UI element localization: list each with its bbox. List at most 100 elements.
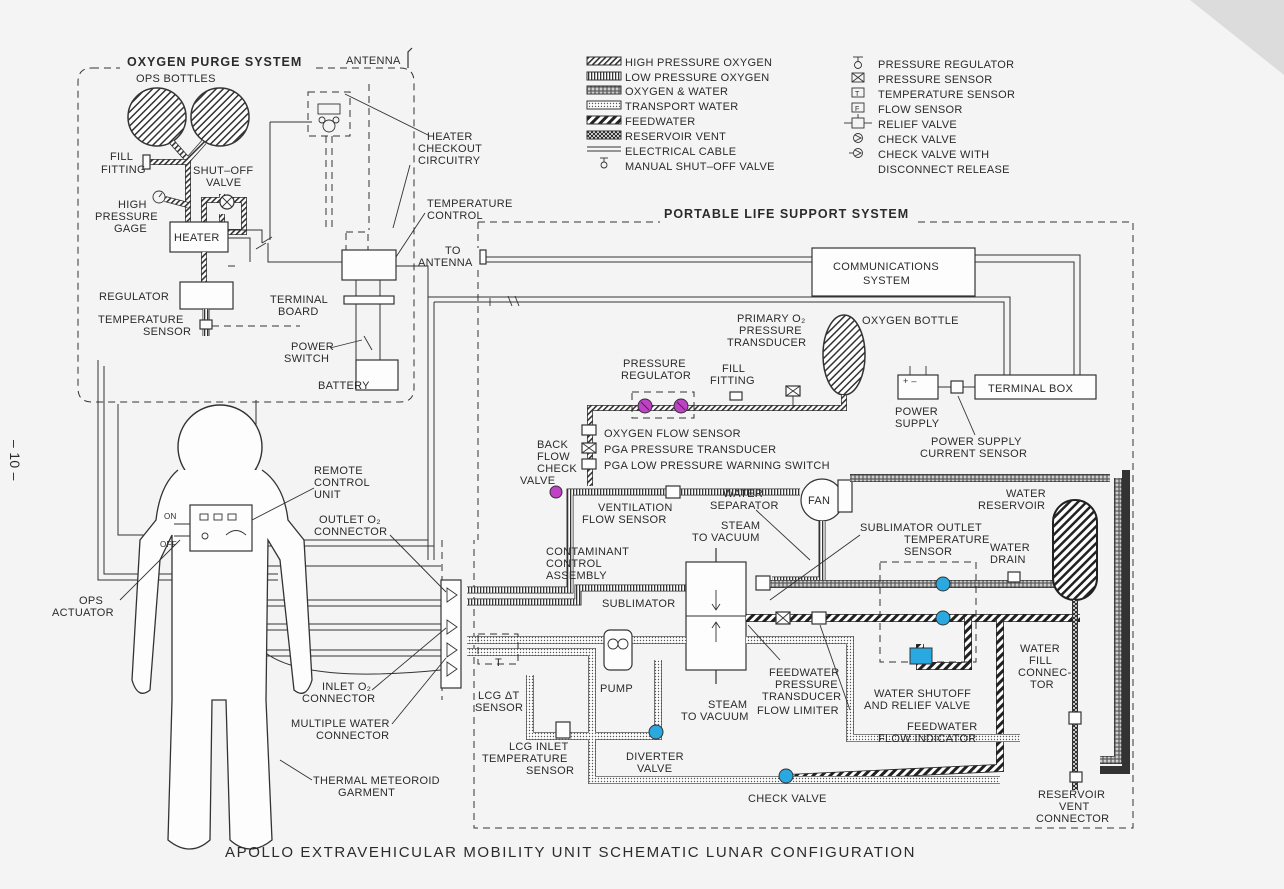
lcg-inlet-label: SENSOR	[526, 765, 574, 777]
terminal-board-label: BOARD	[278, 306, 319, 318]
temperature-control-label: CONTROL	[427, 210, 483, 222]
water-separator-label: SEPARATOR	[710, 500, 779, 512]
power-switch-label: POWER	[291, 341, 334, 353]
ops-regulator-box	[179, 281, 234, 310]
power-supply-sensor-label: CURRENT SENSOR	[920, 448, 1027, 460]
lcg-dt-label: LCG ΔT	[478, 690, 520, 702]
ops-bottle-right	[190, 87, 250, 147]
fill-fitting-label: FITTING	[101, 164, 146, 176]
fill-fitting-icon	[142, 154, 151, 170]
legend-symbol-label: CHECK VALVE	[878, 134, 957, 146]
lcg-dt-label: SENSOR	[475, 702, 523, 714]
remote-control-label: UNIT	[314, 489, 341, 501]
pressure-regulator-icon	[854, 61, 862, 69]
legend-symbol-label: RELIEF VALVE	[878, 119, 957, 131]
diverter-label: DIVERTER	[626, 751, 684, 763]
pressure-regulator-label: REGULATOR	[621, 370, 691, 382]
legend-line-swatches	[586, 56, 622, 169]
back-flow-label: BACK	[537, 439, 569, 451]
check-valve-blue-icon	[778, 768, 794, 784]
pga-warning-switch-icon	[581, 458, 597, 470]
ventilation-flow-sensor-label: VENTILATION	[598, 502, 673, 514]
temperature-valve-icon	[935, 576, 951, 592]
pga-warning-switch-label: PGA LOW PRESSURE WARNING SWITCH	[604, 460, 830, 472]
antenna-label: ANTENNA	[346, 55, 401, 67]
suit-connectors	[239, 561, 462, 689]
sublimator-label: SUBLIMATOR	[602, 598, 676, 610]
reservoir-vent-label: VENT	[1059, 801, 1090, 813]
feedwater-shutoff-icon	[935, 610, 951, 626]
back-flow-check-valve-icon	[549, 485, 563, 499]
ops-boundary	[77, 67, 415, 403]
legend-symbol-label: DISCONNECT RELEASE	[878, 164, 1010, 176]
reservoir-vent-label: RESERVOIR	[1038, 789, 1105, 801]
reservoir-vent-label: CONNECTOR	[1036, 813, 1109, 825]
water-shutoff-relief-icon	[909, 647, 933, 665]
temperature-control-box	[341, 249, 397, 281]
steam-top-label: TO VACUUM	[692, 532, 760, 544]
lcg-t-mark: T	[495, 657, 502, 669]
legend-line-label: MANUAL SHUT–OFF VALVE	[625, 161, 775, 173]
primary-o2-label: PRIMARY O₂	[737, 313, 806, 325]
lcg-inlet-label: LCG INLET	[509, 741, 569, 753]
diverter-valve-icon	[648, 724, 664, 740]
ops-on-label: ON	[164, 512, 177, 521]
water-reservoir-icon	[1052, 499, 1098, 601]
plss-fill-fitting-icon	[729, 391, 743, 401]
inlet-o2-label: INLET O₂	[322, 681, 371, 693]
water-reservoir-label: WATER	[1006, 488, 1046, 500]
fill-fitting-label: FILL	[110, 151, 133, 163]
heater-checkout-label: CIRCUITRY	[418, 155, 481, 167]
sublimator-outlet-label: SENSOR	[904, 546, 952, 558]
pressure-gage-icon	[152, 190, 166, 204]
outlet-o2-label: OUTLET O₂	[319, 514, 381, 526]
pressure-sensor-icon	[851, 72, 865, 83]
check-valve-disconnect-icon	[849, 148, 863, 158]
svg-text:F: F	[855, 106, 860, 113]
heater-checkout-label: CHECKOUT	[418, 143, 482, 155]
power-supply-box	[897, 374, 939, 400]
primary-oxygen-circuit: OXYGEN BOTTLE PRIMARY O₂ PRESSURE TRANSD…	[581, 313, 959, 486]
high-pressure-gage-label: HIGH	[118, 199, 147, 211]
plss-fill-fitting-label: FILL	[722, 363, 745, 375]
communications-system-label: SYSTEM	[863, 275, 910, 287]
water-drain-label: DRAIN	[990, 554, 1026, 566]
water-shutoff-label: WATER SHUTOFF	[874, 688, 971, 700]
water-circuits: WATER RESERVOIR WATER DRAIN WATER FILL C…	[467, 470, 1130, 825]
terminal-box-label: TERMINAL BOX	[988, 383, 1073, 395]
water-drain-label: WATER	[990, 542, 1030, 554]
ops-temperature-sensor-label: TEMPERATURE	[98, 314, 184, 326]
ops-actuator-label: OPS	[79, 595, 103, 607]
legend-symbol-label: PRESSURE SENSOR	[878, 74, 993, 86]
fan-label: FAN	[808, 495, 830, 507]
svg-text:T: T	[855, 91, 860, 98]
legend-line-label: FEEDWATER	[625, 116, 696, 128]
ops-battery-label: BATTERY	[318, 380, 370, 392]
ops-actuator-handle[interactable]	[174, 523, 190, 537]
power-supply-sensor-label: POWER SUPPLY	[931, 436, 1022, 448]
temperature-sensor-icon: T	[851, 87, 865, 98]
svg-text:+ –: + –	[903, 376, 917, 386]
page-number: – 10 –	[7, 440, 23, 481]
power-switch-icon	[363, 335, 373, 351]
steam-bottom-label: TO VACUUM	[681, 711, 749, 723]
ops-bottle-left	[127, 87, 187, 147]
oxygen-flow-sensor-label: OXYGEN FLOW SENSOR	[604, 428, 741, 440]
flow-sensor-icon: F	[851, 102, 865, 113]
water-reservoir-label: RESERVOIR	[978, 500, 1045, 512]
primary-o2-label: TRANSDUCER	[727, 337, 806, 349]
pressure-regulator-label: PRESSURE	[623, 358, 686, 370]
feedwater-flow-label: FEEDWATER	[907, 721, 978, 733]
plss-boundary: PORTABLE LIFE SUPPORT SYSTEM	[441, 207, 1134, 829]
water-fill-label: CONNEC-	[1018, 667, 1071, 679]
power-supply-sensor-icon	[950, 380, 964, 394]
pump-label: PUMP	[600, 683, 633, 695]
remote-control-unit[interactable]	[189, 504, 253, 552]
ops-temperature-sensor-icon	[199, 319, 213, 330]
back-flow-label: CHECK	[537, 463, 577, 475]
legend-line-label: RESERVOIR VENT	[625, 131, 726, 143]
connector-stack	[440, 579, 462, 689]
plss-fill-fitting-label: FITTING	[710, 375, 755, 387]
